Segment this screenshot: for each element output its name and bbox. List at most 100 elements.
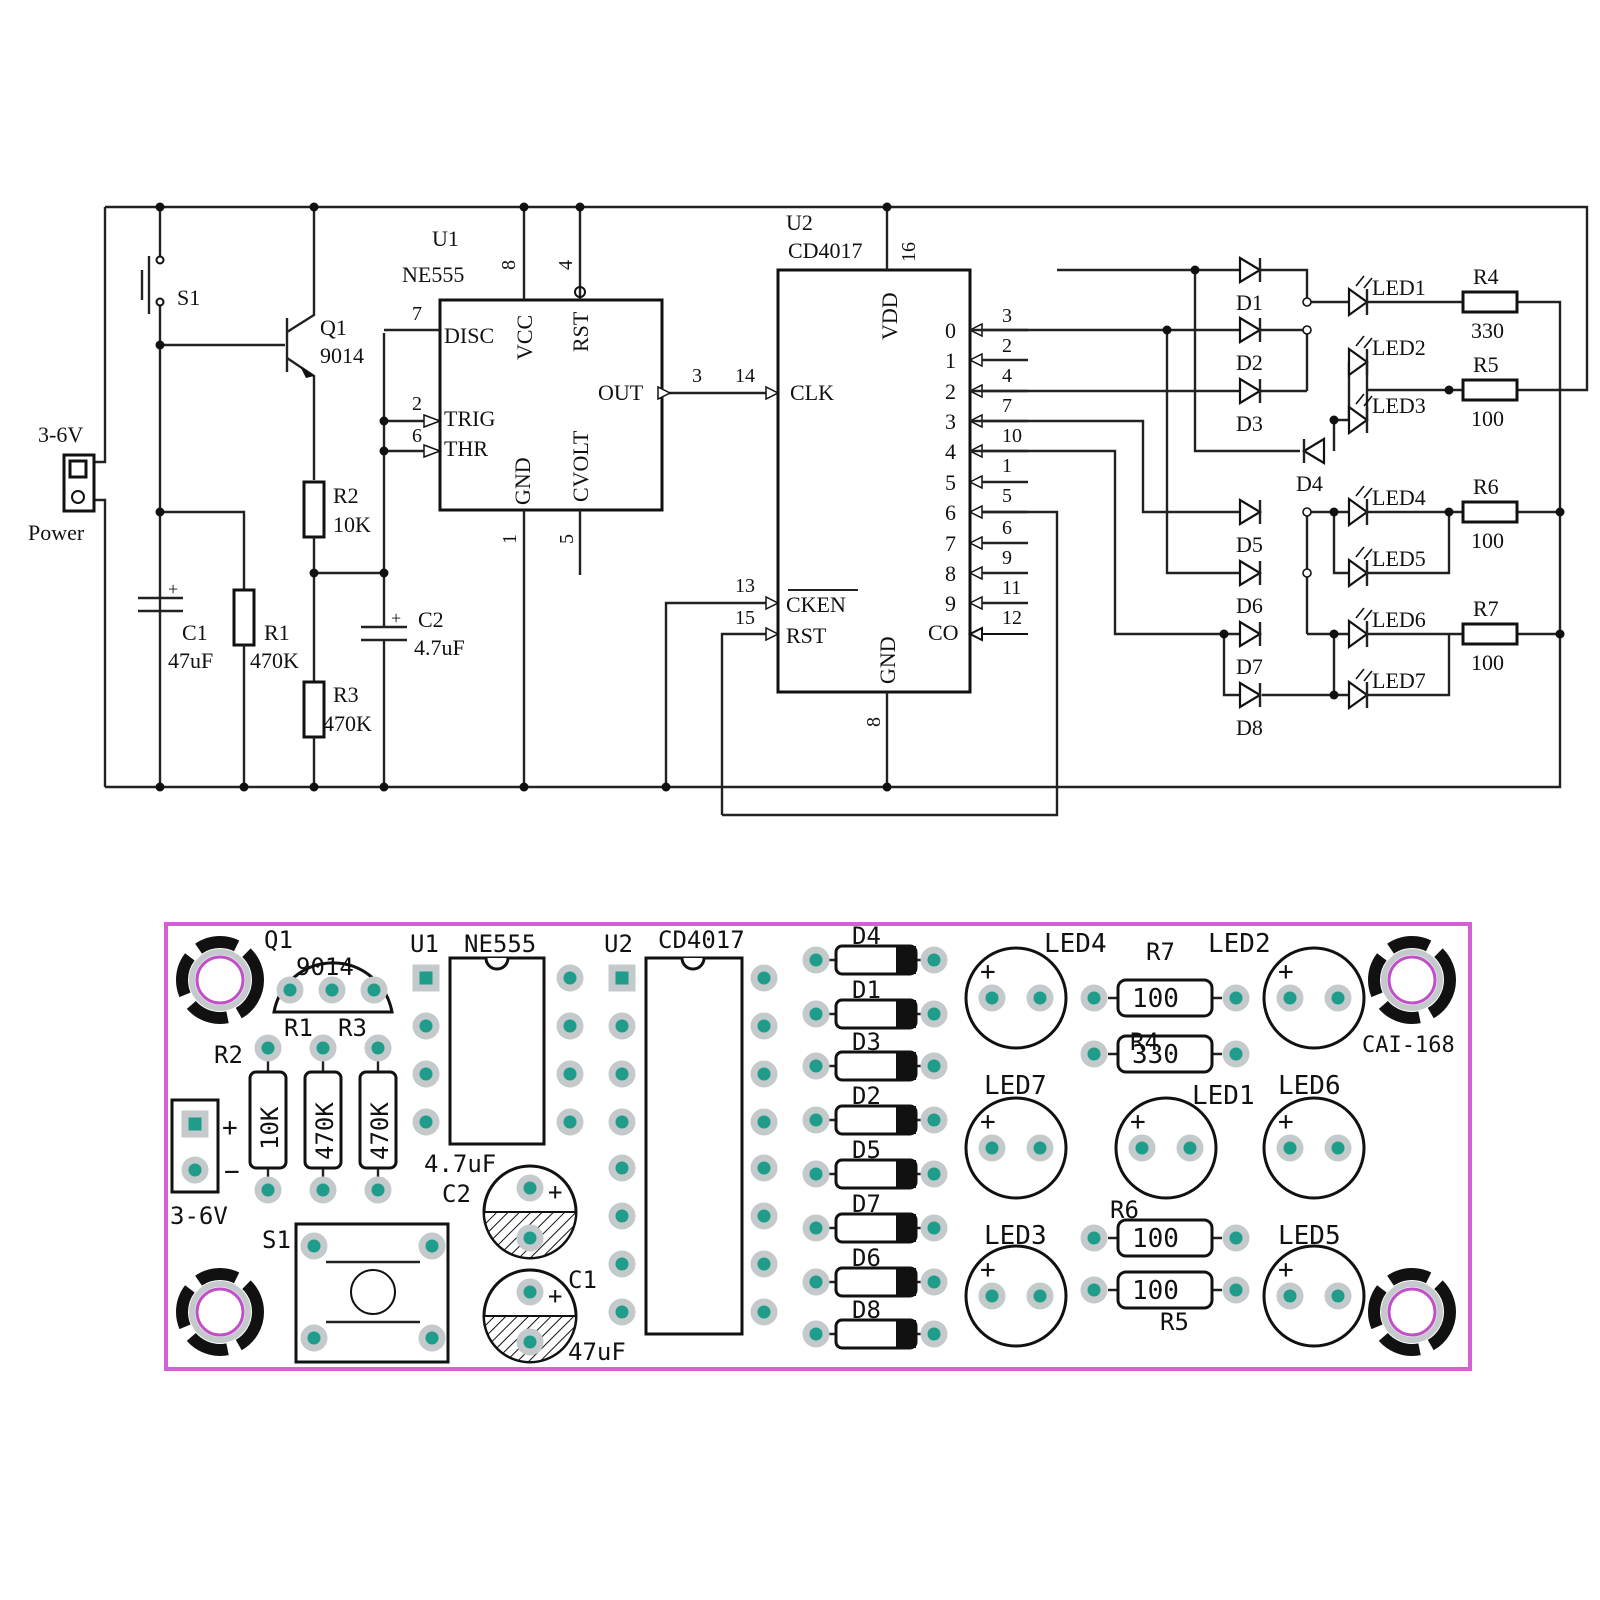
schematic-diode-d6: D6 [1236, 559, 1263, 618]
u1-ref: U1 [432, 226, 459, 251]
junction-dot [519, 202, 529, 212]
pcb-led3: +LED3 [964, 1221, 1068, 1348]
u2-output-label-9: 9 [945, 591, 956, 616]
pcb-pad [181, 1156, 209, 1184]
pcb-pad [1080, 1224, 1108, 1252]
u2-output-pin-number-11: 11 [1002, 577, 1021, 599]
junction-dot [882, 202, 892, 212]
schematic: 3-6V Power S1 Q1 9014 R2 [28, 202, 1589, 817]
c1-ref: C1 [182, 620, 208, 645]
pcb-pad [920, 1000, 948, 1028]
junction-dot [1329, 415, 1339, 425]
pcb-pad [802, 946, 830, 974]
gnd-rail [105, 508, 1562, 789]
pcb-resistor-value: 100 [1132, 984, 1179, 1014]
u1-pin-thr: THR [444, 436, 488, 461]
s1-label: S1 [177, 285, 200, 310]
u2-output-arrow-8 [968, 565, 983, 581]
u2-output-pin-number-6: 6 [1002, 517, 1012, 539]
pcb-led-label: LED4 [1044, 929, 1107, 959]
u2-output-pin-number-9: 9 [1002, 547, 1012, 569]
u2-num-gnd: 8 [863, 717, 885, 727]
pcb-pad [802, 1160, 830, 1188]
pcb-r2-value: 10K [256, 1106, 284, 1150]
pcb-led-plus: + [980, 1107, 996, 1137]
pcb-r2-ref: R2 [214, 1041, 243, 1069]
pcb-leds: +LED4+LED2+LED7+LED1+LED6+LED3+LED5 [964, 929, 1366, 1348]
pcb-u1: U1 NE555 [410, 930, 546, 1146]
pcb-c2-ref: C2 [442, 1180, 471, 1208]
schematic-diode-d5: D5 [1236, 498, 1263, 557]
mounting-holes [176, 936, 1456, 1356]
u2-output-arrow-9 [968, 595, 983, 611]
output-wiring [970, 268, 1565, 697]
pcb-pad [318, 976, 346, 1004]
pcb-pad [1324, 1282, 1352, 1310]
schematic-led-label: LED4 [1372, 485, 1426, 510]
schematic-diode-label: D3 [1236, 411, 1263, 436]
schematic-resistor-ref: R4 [1473, 264, 1499, 289]
pcb-led4: +LED4 [964, 929, 1107, 1050]
u2-num-cken: 13 [735, 575, 755, 597]
junction-dot [1329, 507, 1339, 517]
pcb-pad [802, 1268, 830, 1296]
pcb-pad [1222, 1276, 1250, 1304]
pcb-pad [1026, 1134, 1054, 1162]
u2-output-arrow-5 [968, 474, 983, 490]
u1-pin-trig: TRIG [444, 406, 495, 431]
u2-output-pin-number-12: 12 [1002, 607, 1022, 629]
pcb-pad [1276, 984, 1304, 1012]
pcb-pad [1128, 1134, 1156, 1162]
pcb-pad [608, 1012, 636, 1040]
capacitor-c1: + C1 47uF [138, 510, 246, 673]
schematic-led-led2: LED2 [1347, 335, 1426, 378]
pcb-pad [750, 1202, 778, 1230]
pcb-pad [300, 1324, 328, 1352]
left-power-wire [95, 207, 107, 787]
pcb-led-label: LED1 [1192, 1081, 1255, 1111]
u2-output-label-2: 2 [945, 379, 956, 404]
pcb-resistor-value: 100 [1132, 1276, 1179, 1306]
pcb-pad [920, 1214, 948, 1242]
pcb-pad [516, 1174, 544, 1202]
schematic-diode-label: D8 [1236, 715, 1263, 740]
pcb-pad [978, 1282, 1006, 1310]
schematic-led-led4: LED4 [1347, 485, 1426, 528]
schematic-diode-label: D1 [1236, 290, 1263, 315]
pcb-led-plus: + [1130, 1107, 1146, 1137]
pcb-pad [750, 1250, 778, 1278]
u2-output-label-3: 3 [945, 409, 956, 434]
schematic-resistor-value: 330 [1471, 318, 1504, 343]
pcb-c1-value: 47uF [568, 1338, 626, 1366]
pcb-led5: +LED5 [1262, 1221, 1366, 1348]
pcb-pad [364, 1034, 392, 1062]
pcb-pad [360, 976, 388, 1004]
u2-pin-co: CO [928, 620, 959, 645]
u1-pin-vcc: VCC [512, 315, 537, 360]
pcb-pad [608, 1060, 636, 1088]
pcb-pad [556, 1060, 584, 1088]
u2-co-stub [967, 626, 1028, 642]
pcb-diode-label: D1 [852, 976, 881, 1004]
pcb-pad [750, 1154, 778, 1182]
pcb-led-label: LED2 [1208, 929, 1271, 959]
schematic-led-label: LED1 [1372, 275, 1426, 300]
schematic-diode-d8: D8 [1236, 681, 1263, 740]
pcb-power-label: 3-6V [170, 1202, 228, 1230]
pcb-pad [802, 1214, 830, 1242]
pcb-diode-label: D8 [852, 1296, 881, 1324]
pcb-pads [181, 946, 1352, 1356]
u2-part: CD4017 [788, 238, 863, 263]
schematic-diode-label: D2 [1236, 350, 1263, 375]
pcb-s1-ref: S1 [262, 1226, 291, 1254]
pcb-c2: 4.7uF C2 + [424, 1150, 578, 1260]
pcb-pad [418, 1232, 446, 1260]
schematic-resistor-ref: R5 [1473, 352, 1499, 377]
schematic-diode-d7: D7 [1236, 620, 1263, 679]
pcb-r1-ref: R1 [284, 1014, 313, 1042]
junction-dot [1555, 629, 1565, 639]
pcb-pad [556, 1012, 584, 1040]
power-label: Power [28, 520, 85, 545]
u1-pin-out: OUT [598, 380, 644, 405]
